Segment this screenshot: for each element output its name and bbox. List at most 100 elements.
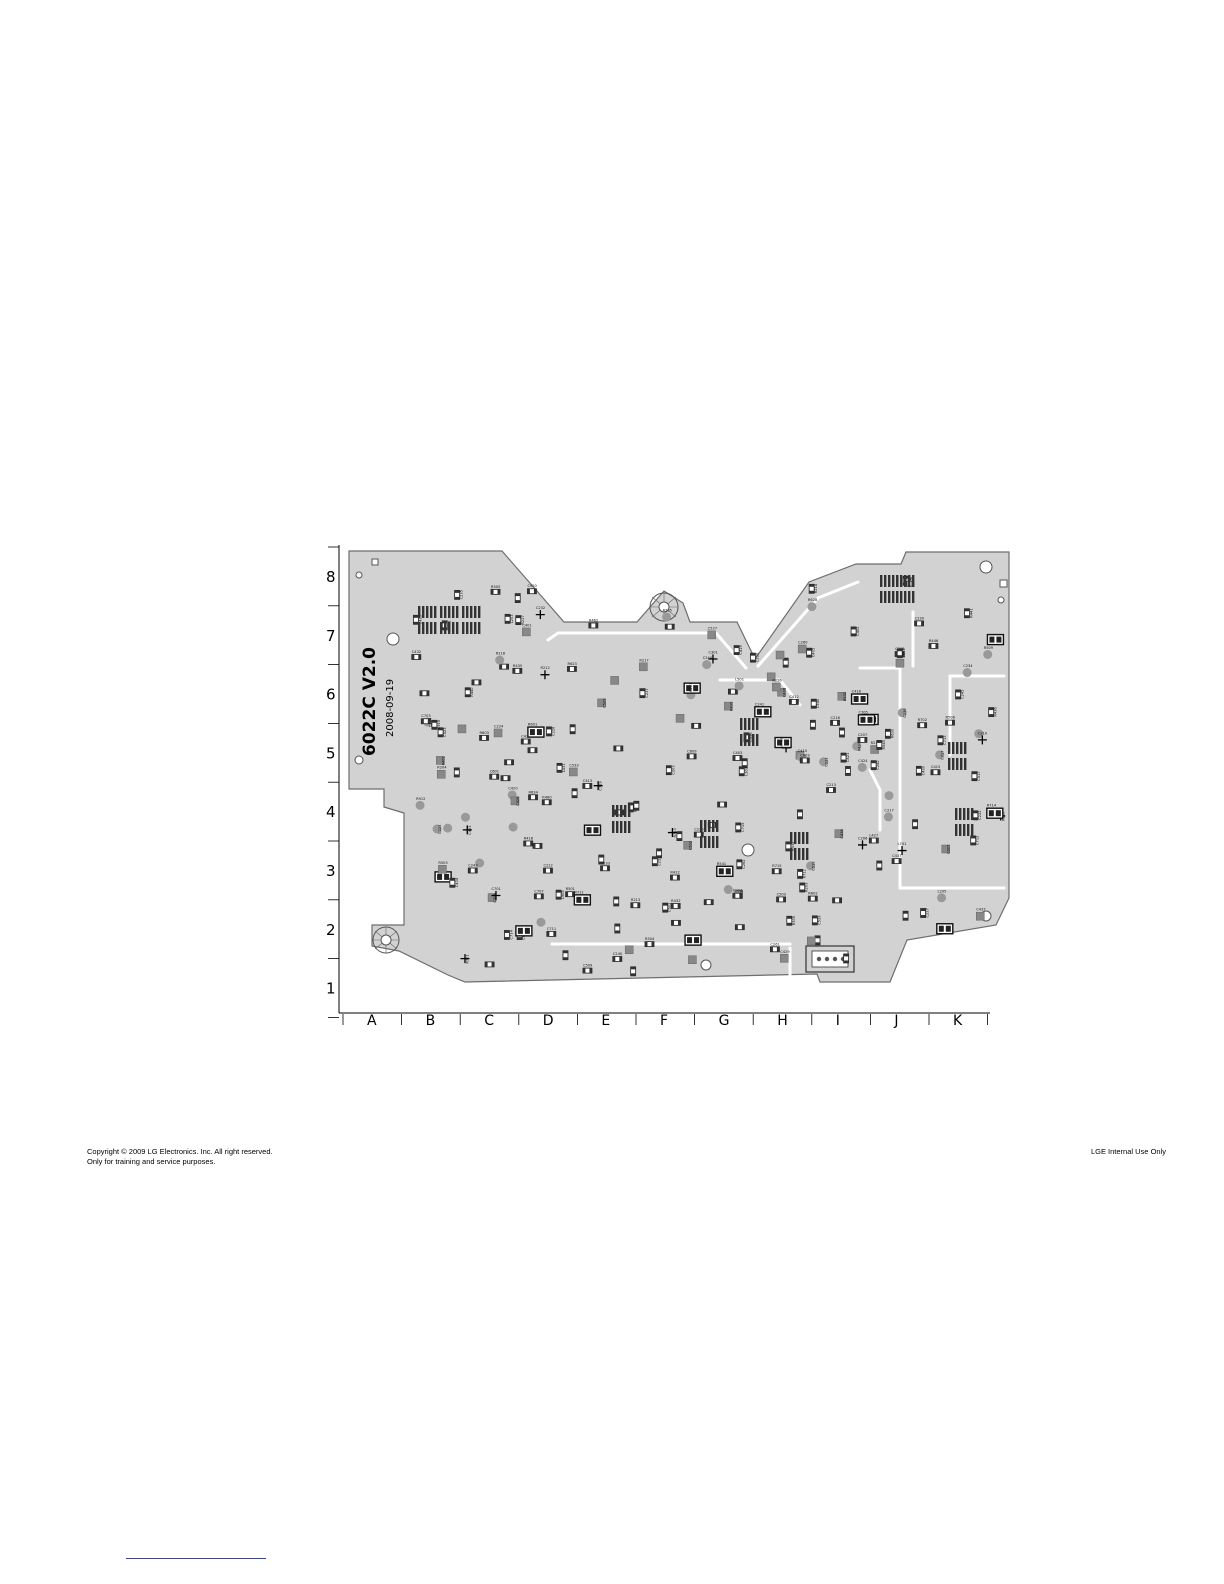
component-footprint: L302 [738, 766, 748, 777]
component-label: C436 [749, 732, 753, 742]
component-footprint: C227 [920, 908, 930, 918]
component-label: C222 [978, 810, 982, 819]
component-footprint: C418 [850, 690, 869, 705]
component-footprint: C438 [834, 829, 844, 839]
component-footprint [536, 917, 546, 927]
component-footprint: L501 [734, 677, 744, 691]
component-footprint [514, 593, 521, 603]
component-label: R541 [717, 862, 726, 866]
component-footprint: C431 [520, 735, 531, 745]
component-footprint: R460 [541, 795, 552, 806]
component-footprint: C225 [693, 828, 704, 838]
component-label: C503 [777, 892, 786, 896]
component-label: R623 [567, 662, 576, 666]
component-label: C430 [921, 765, 925, 775]
component-label: R437 [858, 742, 862, 751]
component-label: R545 [882, 740, 886, 749]
component-label: C224 [494, 724, 504, 728]
component-label: C434 [455, 877, 459, 887]
component-label: L431 [562, 763, 566, 772]
column-label: K [953, 1013, 963, 1029]
component-footprint: C237 [639, 688, 649, 699]
component-footprint: C240 [612, 952, 623, 962]
component-footprint [691, 722, 702, 729]
component-label: C223 [438, 825, 442, 834]
component-footprint: R509 [983, 646, 994, 659]
component-footprint [717, 801, 728, 808]
component-footprint: C715 [735, 822, 745, 833]
component-label: C433 [468, 826, 472, 835]
component-footprint: C527 [707, 626, 717, 640]
component-footprint: C260 [797, 640, 808, 654]
component-footprint [624, 945, 634, 954]
component-label: C509 [583, 964, 593, 968]
component-footprint: C236 [750, 652, 759, 663]
component-footprint: C423 [412, 614, 422, 625]
component-label: C701 [491, 887, 500, 891]
component-footprint [741, 758, 748, 769]
component-label: C217 [884, 808, 893, 812]
component-label: C609 [687, 749, 697, 753]
component-footprint: C509 [582, 964, 593, 974]
component-footprint [814, 935, 821, 946]
component-label: R503 [438, 861, 447, 865]
component-footprint: R432 [670, 899, 681, 909]
board-id-label: 6022C V2.0 [360, 647, 380, 756]
component-footprint [571, 788, 578, 799]
component-footprint [723, 885, 733, 895]
component-footprint: R630 [885, 728, 894, 739]
component-label: C502 [689, 841, 693, 850]
component-footprint: C211 [683, 682, 701, 694]
component-footprint: R715 [771, 864, 782, 875]
component-footprint: C224 [493, 724, 504, 738]
component-footprint: R603 [479, 731, 489, 741]
component-footprint [671, 919, 681, 926]
component-label: C533 [569, 763, 578, 767]
component-label: C233 [601, 861, 610, 865]
component-footprint: L203 [504, 613, 514, 624]
component-label: L302 [744, 767, 748, 776]
component-footprint: C207 [857, 733, 868, 743]
column-label: A [367, 1013, 377, 1029]
component-label: R506 [945, 716, 955, 720]
component-label: C523 [443, 727, 447, 736]
col-ticks [342, 1014, 988, 1025]
component-label: C713 [943, 735, 947, 744]
component-footprint: C241 [754, 702, 772, 718]
component-footprint: R912 [415, 797, 425, 810]
component-footprint: R504 [644, 937, 655, 948]
row-label: 5 [326, 744, 336, 762]
component-footprint: C424 [857, 759, 868, 772]
component-label: R634 [529, 790, 539, 794]
component-footprint: C717 [935, 750, 945, 760]
component-footprint: C206 [858, 836, 868, 850]
component-footprint: R213 [630, 898, 641, 909]
component-label: C421 [846, 753, 850, 762]
component-footprint: C261 [770, 942, 780, 953]
component-label: C505 [902, 648, 906, 657]
component-footprint: C242 [870, 760, 880, 771]
component-label: C238 [903, 708, 907, 718]
component-label: R715 [772, 864, 781, 868]
ic-pin-array [462, 606, 481, 634]
component-footprint [569, 724, 576, 735]
component-label: C501 [668, 903, 672, 912]
component-footprint: R217 [639, 658, 649, 672]
component-label: R227 [521, 615, 525, 624]
component-label: C402 [856, 627, 860, 636]
component-footprint: C412 [788, 695, 799, 705]
component-label: C403 [733, 751, 742, 755]
component-label: C245 [961, 690, 965, 699]
component-label: C235 [460, 590, 464, 599]
column-label: G [719, 1013, 730, 1029]
component-footprint [461, 812, 471, 822]
component-label: C707 [534, 889, 543, 893]
component-footprint [613, 896, 620, 907]
component-footprint: C223 [432, 824, 442, 834]
component-label: C210 [978, 731, 988, 735]
component-footprint: C705 [857, 710, 876, 726]
component-footprint [457, 724, 467, 734]
component-label: R702 [918, 718, 927, 722]
